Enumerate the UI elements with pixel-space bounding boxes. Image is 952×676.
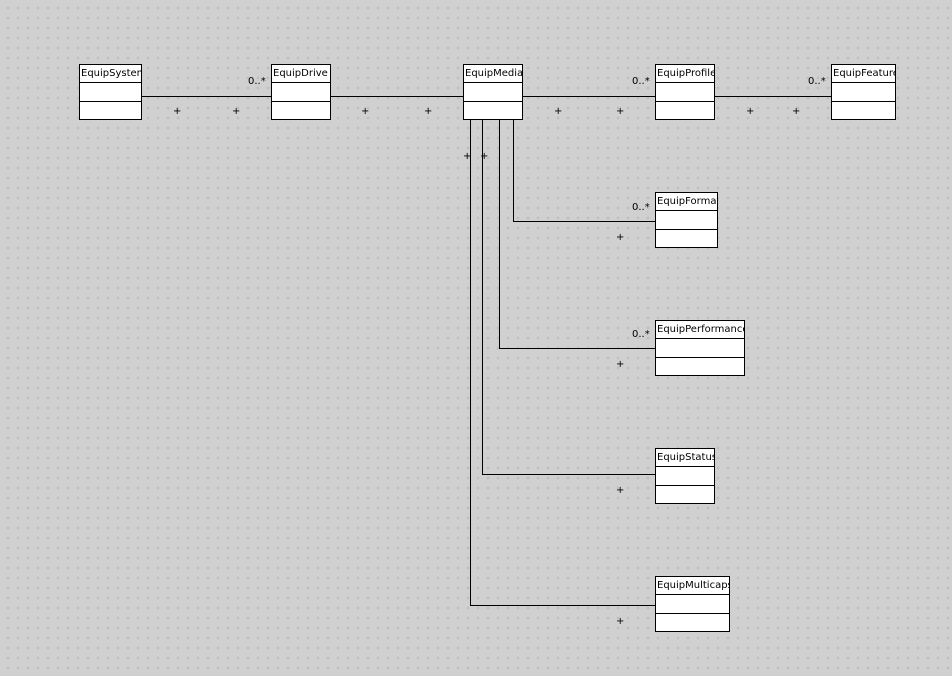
class-equip-drive[interactable]: EquipDrive xyxy=(271,64,331,120)
class-name: EquipSystem xyxy=(80,65,141,83)
attributes-compartment xyxy=(656,339,744,358)
assoc-media-status xyxy=(482,119,656,475)
attributes-compartment xyxy=(656,467,714,486)
operations-compartment xyxy=(656,358,744,376)
class-name: EquipDrive xyxy=(272,65,330,83)
attributes-compartment xyxy=(80,83,141,102)
attributes-compartment xyxy=(656,595,729,614)
operations-compartment xyxy=(80,102,141,120)
class-equip-status[interactable]: EquipStatus xyxy=(655,448,715,504)
attributes-compartment xyxy=(464,83,522,102)
class-equip-format[interactable]: EquipFormat xyxy=(655,192,718,248)
operations-compartment xyxy=(464,102,522,120)
assoc-media-multicaps xyxy=(470,119,656,606)
visibility-label: + xyxy=(480,151,489,162)
visibility-label: + xyxy=(746,106,755,117)
multiplicity-label: 0..* xyxy=(808,76,826,87)
operations-compartment xyxy=(656,230,717,248)
visibility-label: + xyxy=(554,106,563,117)
attributes-compartment xyxy=(832,83,895,102)
operations-compartment xyxy=(656,486,714,504)
visibility-label: + xyxy=(792,106,801,117)
multiplicity-label: 0..* xyxy=(632,76,650,87)
class-equip-profile[interactable]: EquipProfile xyxy=(655,64,715,120)
class-name: EquipStatus xyxy=(656,449,714,467)
assoc-media-performance xyxy=(499,119,656,349)
operations-compartment xyxy=(656,102,714,120)
class-equip-multicaps[interactable]: EquipMulticaps xyxy=(655,576,730,632)
class-equip-media[interactable]: EquipMedia xyxy=(463,64,523,120)
visibility-label: + xyxy=(616,106,625,117)
multiplicity-label: 0..* xyxy=(632,329,650,340)
visibility-label: + xyxy=(616,616,625,627)
operations-compartment xyxy=(272,102,330,120)
visibility-label: + xyxy=(232,106,241,117)
class-name: EquipMedia xyxy=(464,65,522,83)
class-equip-performance[interactable]: EquipPerformance xyxy=(655,320,745,376)
class-name: EquipMulticaps xyxy=(656,577,729,595)
multiplicity-label: 0..* xyxy=(248,76,266,87)
operations-compartment xyxy=(832,102,895,120)
class-name: EquipFormat xyxy=(656,193,717,211)
attributes-compartment xyxy=(656,211,717,230)
assoc-media-format xyxy=(513,119,656,222)
visibility-label: + xyxy=(424,106,433,117)
operations-compartment xyxy=(656,614,729,632)
multiplicity-label: 0..* xyxy=(632,202,650,213)
class-name: EquipProfile xyxy=(656,65,714,83)
class-name: EquipPerformance xyxy=(656,321,744,339)
visibility-label: + xyxy=(616,485,625,496)
attributes-compartment xyxy=(272,83,330,102)
class-equip-feature[interactable]: EquipFeature xyxy=(831,64,896,120)
visibility-label: + xyxy=(616,359,625,370)
attributes-compartment xyxy=(656,83,714,102)
class-name: EquipFeature xyxy=(832,65,895,83)
visibility-label: + xyxy=(361,106,370,117)
class-equip-system[interactable]: EquipSystem xyxy=(79,64,142,120)
visibility-label: + xyxy=(463,151,472,162)
visibility-label: + xyxy=(173,106,182,117)
visibility-label: + xyxy=(616,232,625,243)
